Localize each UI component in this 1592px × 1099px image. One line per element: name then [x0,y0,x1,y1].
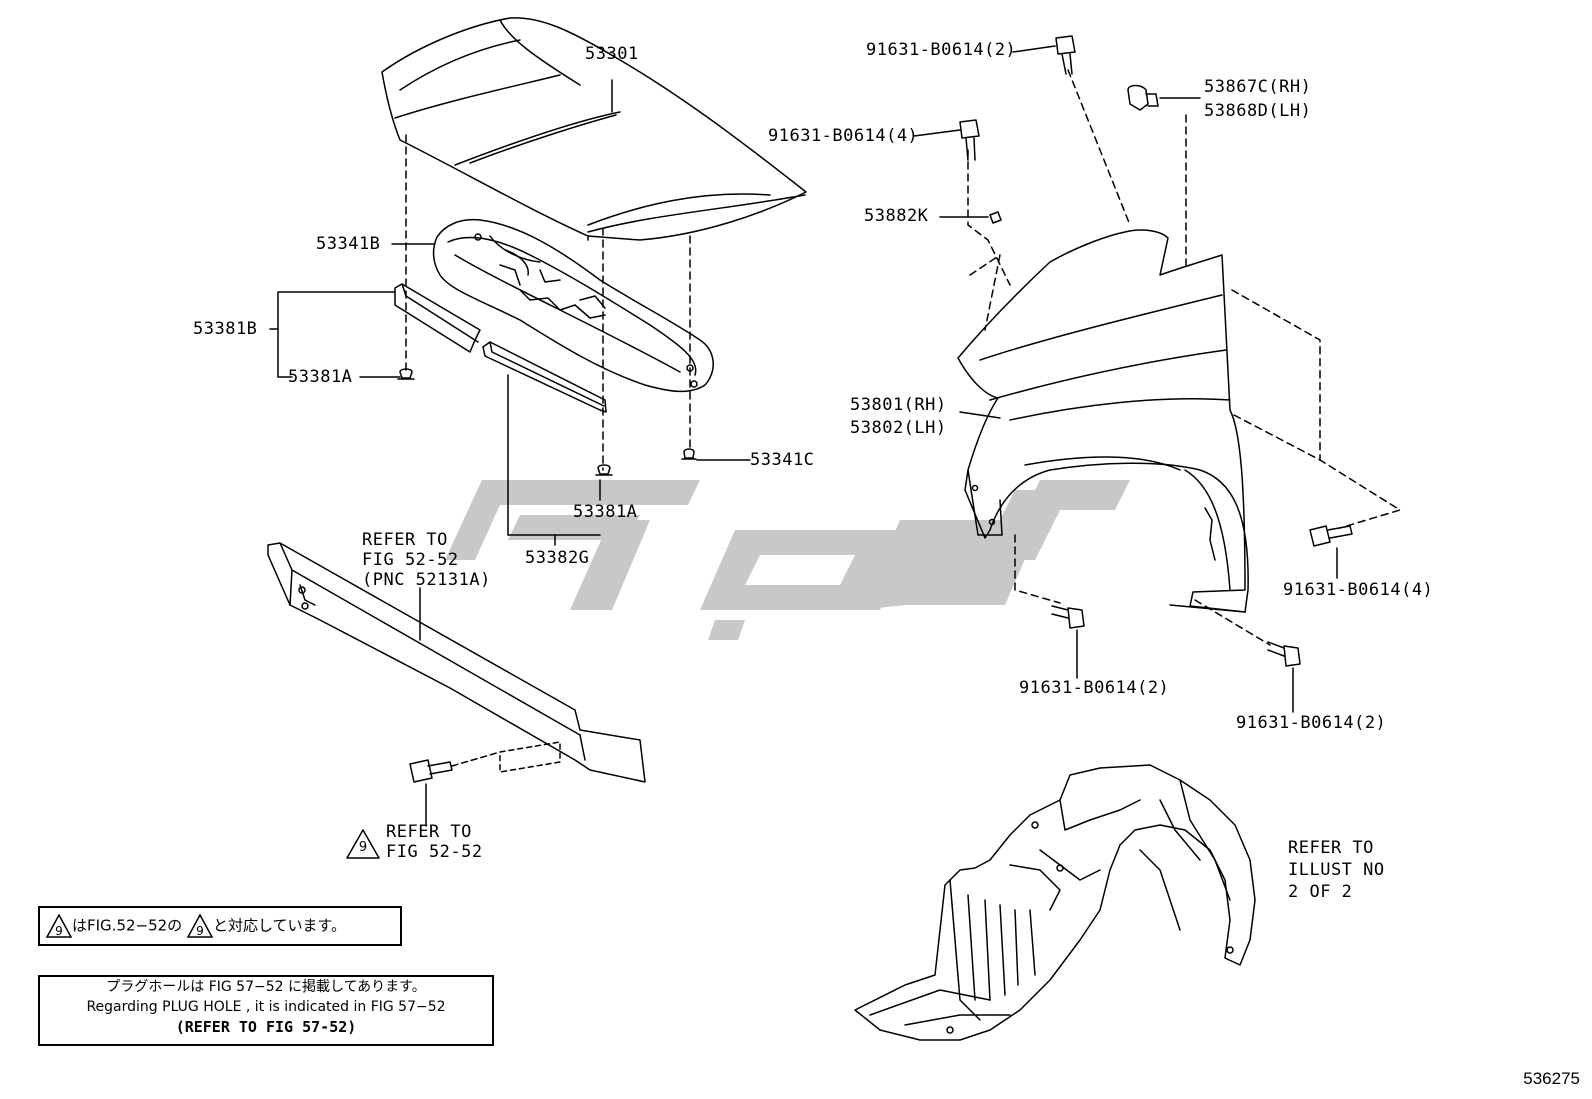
fender-liner [854,764,1256,1041]
clip-53381a-left [397,368,415,380]
hood-panel [381,17,807,241]
reference-note-text-2: と対応しています。 [212,916,347,935]
clip-fender [1127,84,1159,111]
label-bolt-lower-left: 91631-B0614(2) [1019,678,1170,698]
bolt-absorber [409,751,501,827]
leader-lines-left [269,79,751,641]
figure-number: 536275 [1523,1069,1580,1088]
label-refer-absorber-2: FIG 52-52 [362,550,459,570]
label-seal-rear: 53382G [525,548,590,568]
bolt-fender-right [1309,525,1353,547]
plug-hole-note: プラグホールは FIG 57−52 に掲載してあります。 Regarding P… [38,975,494,1046]
hood-seal-rear [482,341,607,413]
label-refer-absorber-3: (PNC 52131A) [362,570,491,590]
reference-triangle-symbol [346,829,380,859]
alignment-lines-left [405,134,691,471]
reference-triangle-label: 9 [358,840,368,855]
label-insulator-clip: 53341C [750,450,815,470]
label-clip-rh: 53867C(RH) [1204,77,1312,97]
label-hood: 53301 [585,44,639,64]
clip-53381a-mid [595,464,613,476]
label-refer-absorber-1: REFER TO [362,530,448,550]
label-bolt-top: 91631-B0614(2) [866,40,1017,60]
label-refer-bolt-2: FIG 52-52 [386,842,483,862]
bumper-absorber [267,542,646,783]
reference-triangle-icon: 9 [46,914,72,938]
watermark-logo [445,480,1130,640]
label-fender-rh: 53801(RH) [850,395,947,415]
reference-note-text-1: はFIG.52−52の [72,916,183,935]
label-hood-insulator: 53341B [316,234,381,254]
plug-hole-note-line-3: (REFER TO FIG 57-52) [175,1018,357,1036]
label-bolt-lower-right: 91631-B0614(2) [1236,713,1387,733]
label-seal-clip-mid: 53381A [573,502,638,522]
plate-fender [989,211,1002,224]
leader-lines-right [913,45,1338,713]
label-refer-bolt-1: REFER TO [386,822,472,842]
label-refer-liner-2: ILLUST NO [1288,860,1385,880]
label-bolt-upper: 91631-B0614(4) [768,126,919,146]
label-fender-lh: 53802(LH) [850,418,947,438]
clip-53341c [681,448,697,460]
label-seal-clip-left: 53381A [288,367,353,387]
alignment-lines-right [967,69,1401,646]
bolt-fender-upper [959,119,980,161]
bolt-fender-lower-right [1267,641,1301,667]
label-seal-set: 53381B [193,319,258,339]
hood-insulator [432,218,714,393]
label-bolt-right: 91631-B0614(4) [1283,580,1434,600]
label-fender-plate: 53882K [864,206,929,226]
label-clip-lh: 53868D(LH) [1204,101,1312,121]
reference-triangle-icon: 9 [186,914,213,938]
label-refer-liner-3: 2 OF 2 [1288,882,1353,902]
plug-hole-note-line-1: プラグホールは FIG 57−52 に掲載してあります。 [106,979,426,995]
plug-hole-note-line-2: Regarding PLUG HOLE , it is indicated in… [86,999,446,1015]
bolt-fender-lower-left [1051,605,1085,629]
label-refer-liner-1: REFER TO [1288,838,1374,858]
front-fender [957,229,1249,613]
reference-note: 9 はFIG.52−52の 9 と対応しています。 [38,906,402,946]
bolt-fender-top [1055,35,1076,75]
